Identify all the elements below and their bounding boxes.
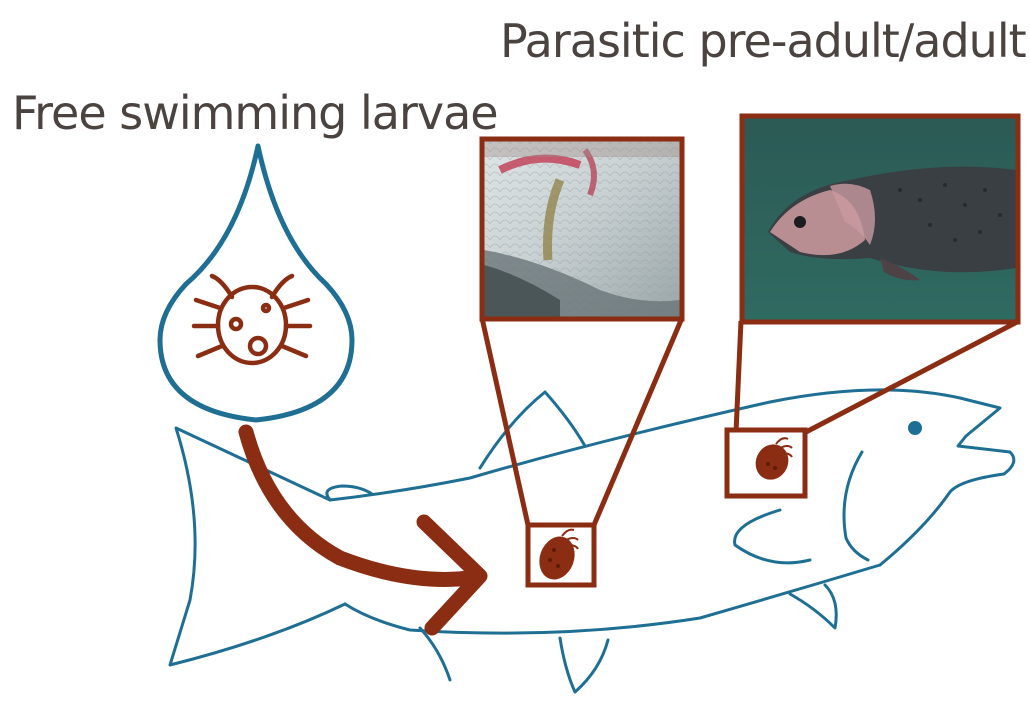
photo-salmon-underwater xyxy=(744,118,1016,320)
photo-skin-lesion xyxy=(484,141,680,317)
fish-anal-fin xyxy=(560,638,608,692)
fish-pectoral-fin xyxy=(735,510,810,563)
fish-gill xyxy=(844,452,868,560)
water-drop-icon xyxy=(160,146,352,420)
fish-pelvic-fin xyxy=(790,585,836,628)
fish-tail-fin-lower xyxy=(420,628,450,680)
fish-eye xyxy=(908,421,922,435)
louse-larva-icon xyxy=(194,276,310,363)
infection-arrow xyxy=(246,432,480,628)
fish-dorsal-fin xyxy=(480,392,585,468)
